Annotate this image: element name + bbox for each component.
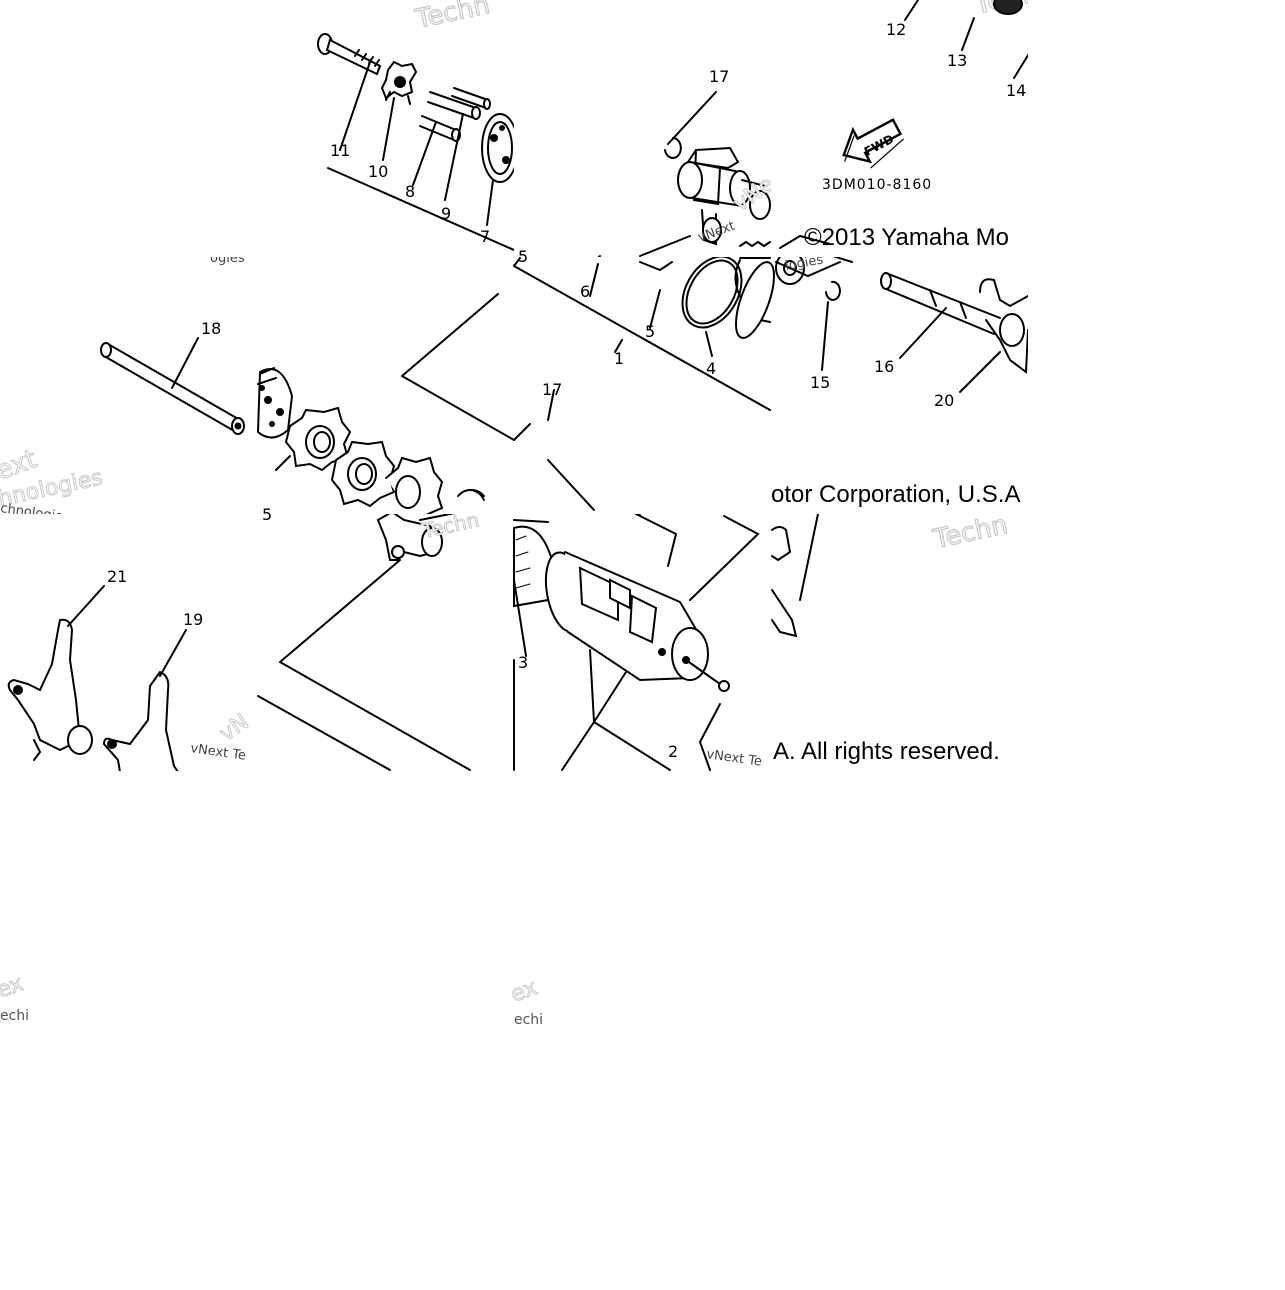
svg-text:ex: ex [0,971,27,1003]
callout-2: 2 [668,742,678,761]
svg-text:Techn: Techn [930,510,1010,555]
svg-text:vNext Te: vNext Te [185,230,247,254]
svg-text:ogies: ogies [210,251,245,266]
svg-text:ex: ex [508,975,541,1007]
callout-19: 19 [183,610,203,629]
shift-shaft-16 [880,272,1001,359]
callout-18: 18 [201,319,221,338]
callout-1: 1 [614,349,624,368]
callout-17a: 17 [709,67,729,86]
svg-text:vN: vN [215,710,253,747]
drum-end-7 [481,113,514,183]
svg-text:vNext Te: vNext Te [189,741,246,764]
callout-3: 3 [518,653,528,672]
tile-top-center: vNext vNe [597,91,771,257]
callout-8: 8 [405,182,415,201]
callout-21: 21 [107,567,127,586]
pins-8-9 [419,87,491,142]
copyright-line-2: otor Corporation, U.S.A [771,481,1021,508]
bolt-11 [317,33,382,76]
segment-plate-3 [385,456,444,514]
star-plate-10 [380,60,418,105]
svg-text:ext: ext [506,444,555,486]
shift-guide-arm [257,514,471,771]
svg-text:echi: echi [514,1012,543,1028]
segment-plate-1 [284,406,352,472]
fwd-arrow-icon [842,118,904,169]
svg-text:echi: echi [0,1008,29,1024]
washer-gear [775,257,841,285]
shift-fork-shaft-18 [100,337,245,435]
callout-4: 4 [706,359,716,378]
callout-13: 13 [947,51,967,70]
stopper-lever [677,146,766,246]
shift-drum [513,514,760,692]
callout-14: 14 [1006,81,1026,100]
callout-labels: 1 2 3 4 5 5 5 6 7 8 9 10 11 12 13 14 15 … [107,20,1026,761]
callout-6: 6 [580,282,590,301]
svg-text:vNext Te: vNext Te [705,747,762,770]
tile-top-left: Techn vNext Te [185,0,514,254]
circlip-15 [825,280,841,301]
segment-plate-2 [330,440,396,508]
callout-5c: 5 [262,505,272,524]
svg-text:chnologies: chnologies [0,501,71,526]
callout-5b: 5 [518,247,528,266]
callout-5a: 5 [645,322,655,341]
callout-9: 9 [441,204,451,223]
callout-15: 15 [810,373,830,392]
copyright-line-3: A. All rights reserved. [773,738,1000,765]
copyright-line-1: ©2013 Yamaha Mo [804,224,1009,251]
callout-17b: 17 [542,380,562,399]
callout-11: 11 [330,141,350,160]
callout-12: 12 [886,20,906,39]
callout-20: 20 [934,391,954,410]
circlip-17 [664,137,682,159]
shift-fork-21 [7,585,105,761]
circlip-ring-4 [681,257,743,357]
shift-fork-19 [102,629,187,771]
drum-end-plate [256,367,294,439]
callout-16: 16 [874,357,894,376]
svg-text:Techn: Techn [412,0,492,35]
callout-10: 10 [368,162,388,181]
svg-text:ogies: ogies [542,462,606,506]
part-code: 3DM010-8160 [822,177,932,193]
callout-7: 7 [480,227,490,246]
shift-fork-20 [959,278,1028,393]
